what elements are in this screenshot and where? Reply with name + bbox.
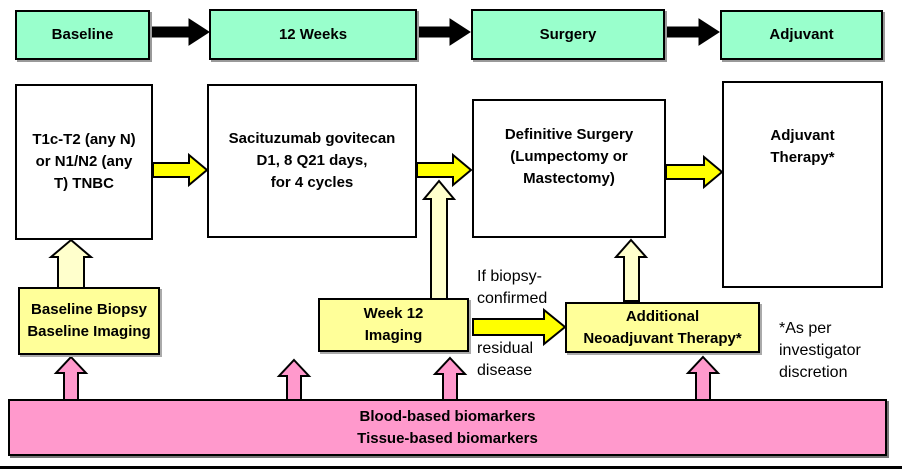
condition-note-top: If biopsy- confirmed [477, 268, 548, 307]
pink-arrow-biomarkers-4 [685, 355, 721, 401]
pale-arrow-additional-therapy-up [613, 238, 649, 302]
pink-arrow-biomarkers-2 [276, 358, 312, 401]
biomarkers-band: Blood-based biomarkers Tissue-based biom… [8, 399, 887, 456]
condition-note-bottom: residual disease [477, 340, 534, 379]
yellow-arrow-surgery-to-adjuvant [665, 154, 724, 190]
pale-arrow-baseline-biopsy-up [48, 238, 94, 289]
pale-arrow-week12-up [421, 179, 457, 300]
phase-box-adjuvant: Adjuvant [720, 10, 883, 60]
eligibility-box: T1c-T2 (any N) or N1/N2 (any T) TNBC [15, 84, 153, 240]
adjuvant-therapy-box: Adjuvant Therapy* [722, 81, 883, 288]
bottom-border-line [0, 466, 902, 469]
pink-arrow-biomarkers-1 [53, 355, 89, 401]
phase-box-baseline: Baseline [15, 10, 150, 60]
phase-box-12-weeks: 12 Weeks [209, 9, 417, 60]
pink-arrow-biomarkers-3 [432, 356, 468, 401]
week12-imaging-box: Week 12 Imaging [318, 298, 469, 352]
definitive-surgery-box: Definitive Surgery (Lumpectomy or Mastec… [472, 99, 666, 238]
baseline-assessments-box: Baseline Biopsy Baseline Imaging [18, 287, 160, 355]
black-arrow-12weeks-to-surgery [417, 18, 471, 46]
yellow-arrow-treatment-to-surgery [416, 152, 473, 188]
phase-box-surgery: Surgery [471, 9, 665, 60]
yellow-arrow-eligibility-to-treatment [152, 152, 209, 188]
treatment-box: Sacituzumab govitecan D1, 8 Q21 days, fo… [207, 84, 417, 238]
additional-neoadjuvant-box: Additional Neoadjuvant Therapy* [565, 302, 760, 353]
footnote-discretion: *As per investigator discretion [779, 320, 861, 381]
black-arrow-baseline-to-12weeks [150, 18, 210, 46]
black-arrow-surgery-to-adjuvant [665, 18, 720, 46]
yellow-arrow-week12-to-additional-therapy [472, 307, 567, 347]
